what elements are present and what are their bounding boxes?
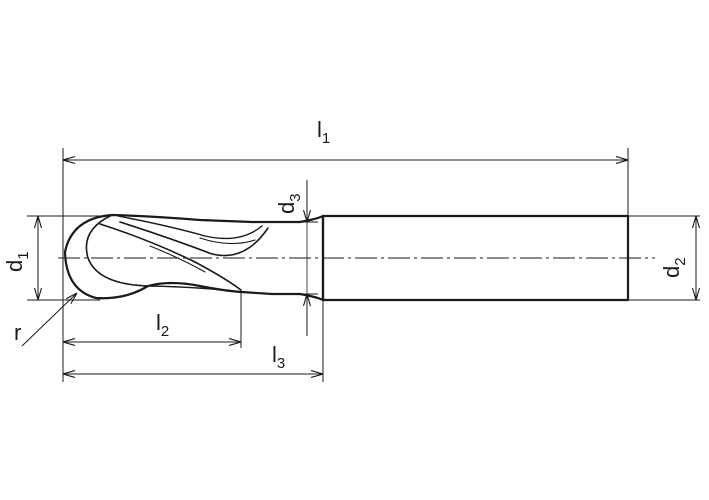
label-d3: d3 (274, 193, 304, 214)
cutting-head-outline (63, 213, 274, 300)
label-r: r (14, 320, 21, 345)
flute-edge-diagonal (99, 223, 242, 291)
flute-edge-upper (85, 214, 243, 293)
label-l2: l2 (156, 310, 169, 340)
label-l1: l1 (317, 117, 330, 147)
radius-leader (21, 293, 77, 347)
label-l3: l3 (272, 342, 285, 372)
flute-edge-top (117, 215, 263, 240)
label-d1: d1 (2, 251, 32, 272)
flute-edge-middle (119, 221, 269, 257)
label-d2: d2 (659, 257, 689, 278)
